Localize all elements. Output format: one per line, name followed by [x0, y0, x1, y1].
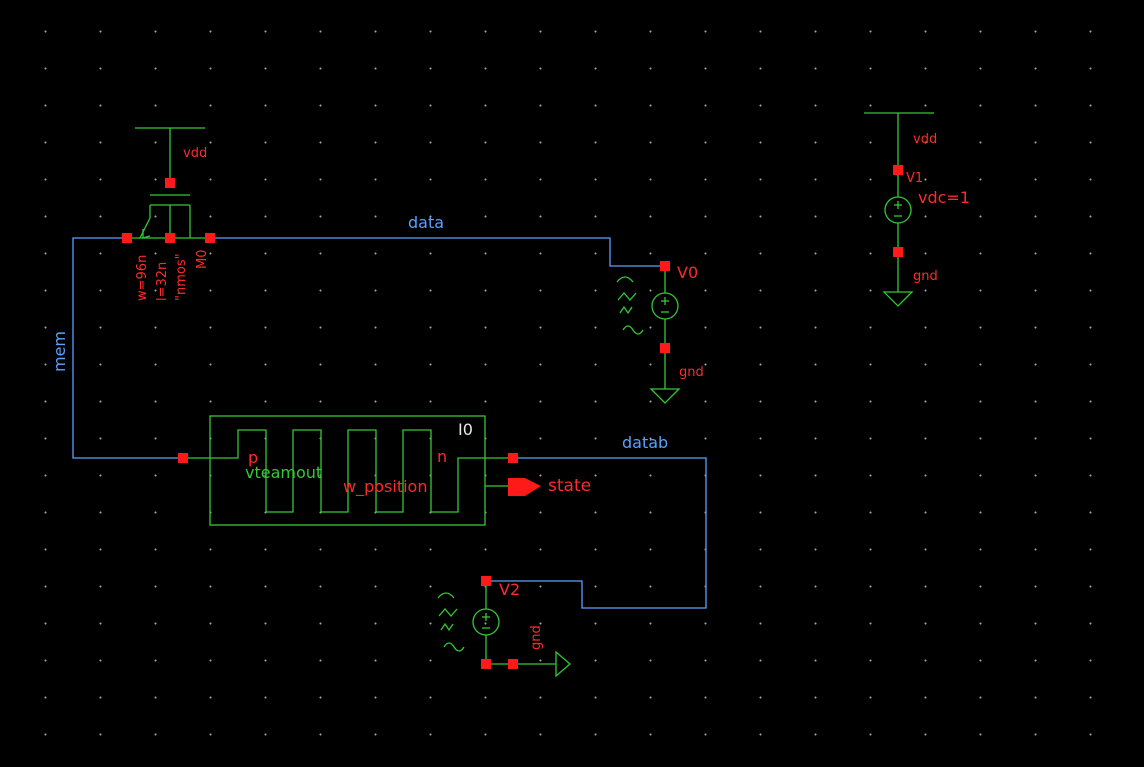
- pin-v2-gnd[interactable]: [508, 659, 518, 669]
- voltage-source-v2-symbol[interactable]: [437, 581, 571, 678]
- m0-length-label: l=32n: [155, 261, 170, 301]
- state-pin-label[interactable]: state: [548, 476, 592, 496]
- v1-vdd-label: vdd: [913, 132, 938, 147]
- pin-v0-plus[interactable]: [660, 261, 670, 271]
- wire-mem[interactable]: [72, 237, 183, 459]
- pin-m0-source[interactable]: [205, 233, 215, 243]
- pin-i0-p[interactable]: [178, 453, 188, 463]
- i0-pin-n-label: n: [437, 447, 448, 466]
- i0-vteamout-label: vteamout: [245, 463, 323, 482]
- v2-instance-name[interactable]: V2: [499, 580, 521, 599]
- wire-data[interactable]: [210, 237, 665, 267]
- m0-model-label: "nmos": [174, 253, 189, 301]
- pin-m0-gate[interactable]: [165, 233, 175, 243]
- v0-gnd-label: gnd: [679, 365, 704, 380]
- wire-datab[interactable]: [486, 457, 707, 609]
- m0-width-label: w=96n: [135, 254, 150, 301]
- voltage-source-v0-symbol[interactable]: [616, 266, 681, 404]
- i0-w-position-label: w_position: [343, 477, 428, 496]
- pin-v1-plus[interactable]: [893, 165, 903, 175]
- pin-m0-drain[interactable]: [122, 233, 132, 243]
- state-pin-shape[interactable]: [508, 478, 541, 496]
- transistor-m0-symbol[interactable]: [127, 127, 210, 239]
- net-label-mem[interactable]: mem: [50, 330, 69, 372]
- net-label-data[interactable]: data: [408, 213, 445, 232]
- i0-pin-p-label: p: [248, 448, 259, 467]
- m0-instance-name[interactable]: M0: [195, 249, 210, 270]
- i0-instance-name[interactable]: I0: [458, 420, 473, 439]
- m0-vdd-label: vdd: [183, 146, 208, 161]
- pin-m0-vdd[interactable]: [165, 178, 175, 188]
- pin-v1-minus[interactable]: [893, 247, 903, 257]
- pin-i0-n[interactable]: [508, 453, 518, 463]
- v1-gnd-label: gnd: [913, 269, 938, 284]
- pin-v2-minus[interactable]: [481, 659, 491, 669]
- voltage-source-v1-symbol[interactable]: [864, 112, 934, 307]
- v0-instance-name[interactable]: V0: [677, 263, 699, 282]
- net-label-datab[interactable]: datab: [622, 433, 669, 452]
- v2-gnd-label: gnd: [529, 625, 544, 650]
- v1-instance-name[interactable]: V1: [906, 171, 924, 186]
- pin-v0-minus[interactable]: [660, 343, 670, 353]
- pin-v2-plus[interactable]: [481, 576, 491, 586]
- v1-value-label: vdc=1: [918, 188, 971, 207]
